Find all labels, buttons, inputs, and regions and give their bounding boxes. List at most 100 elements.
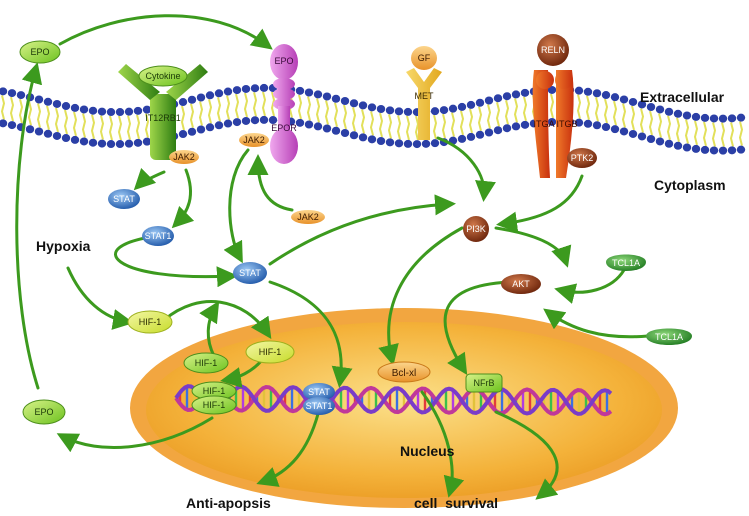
epor-intracellular bbox=[270, 128, 298, 164]
lipid-head bbox=[466, 132, 476, 141]
lipid-head bbox=[124, 139, 134, 148]
arrow-epo-to-epor bbox=[58, 14, 273, 50]
lipid-tail bbox=[639, 108, 645, 133]
lipid-head bbox=[619, 127, 629, 136]
epo-ligand-bound bbox=[270, 44, 298, 80]
lipid-head bbox=[682, 143, 692, 152]
bclxl-node: Bcl-xl bbox=[377, 361, 431, 383]
lipid-tail bbox=[720, 122, 726, 147]
lipid-tail bbox=[738, 121, 744, 146]
lipid-head bbox=[205, 123, 215, 132]
lipid-head bbox=[646, 103, 656, 112]
lipid-head bbox=[97, 139, 107, 148]
lipid-tail bbox=[207, 99, 213, 124]
dna-strand bbox=[174, 384, 613, 416]
lipid-tail bbox=[360, 109, 366, 134]
reln-label: RELN bbox=[541, 45, 565, 55]
arrow-stat-to-pi3k bbox=[268, 194, 456, 266]
cytokine-label: Cytokine bbox=[145, 71, 180, 81]
lipid-head bbox=[88, 106, 98, 115]
tcl1a-b-label: TCL1A bbox=[655, 332, 683, 342]
lipid-head bbox=[349, 131, 359, 140]
hif1-a-node: HIF-1 bbox=[127, 310, 173, 334]
lipid-head bbox=[592, 121, 602, 130]
lipid-head bbox=[403, 139, 413, 148]
lipid-head bbox=[0, 119, 8, 128]
lipid-head bbox=[43, 129, 53, 138]
lipid-head bbox=[7, 89, 17, 98]
lipid-tail bbox=[693, 120, 699, 146]
lipid-head bbox=[61, 134, 71, 143]
lipid-tail bbox=[90, 114, 96, 139]
tcl1a-b-node: TCL1A bbox=[646, 328, 692, 345]
lipid-head bbox=[259, 115, 269, 124]
lipid-head bbox=[34, 127, 44, 136]
itga-head bbox=[536, 71, 554, 89]
lipid-head bbox=[250, 84, 260, 93]
arrow-pi3k-to-akt bbox=[494, 226, 572, 268]
lipid-head bbox=[619, 95, 629, 104]
lipid-head bbox=[133, 106, 143, 115]
jak2-epor-label: JAK2 bbox=[243, 135, 265, 145]
epor-receptor: EPO EPOR JAK2 bbox=[239, 44, 298, 164]
lipid-head bbox=[718, 114, 728, 123]
lipid-head bbox=[223, 87, 233, 96]
lipid-head bbox=[358, 133, 368, 142]
lipid-head bbox=[187, 127, 197, 136]
lipid-tail bbox=[324, 100, 330, 125]
lipid-tail bbox=[666, 115, 672, 140]
lipid-head bbox=[340, 97, 350, 106]
lipid-head bbox=[430, 139, 440, 148]
lipid-head bbox=[520, 88, 530, 97]
hif1-a-label: HIF-1 bbox=[139, 317, 162, 327]
arrow-akt-to-nfkb bbox=[443, 280, 512, 376]
lipid-tail bbox=[81, 113, 87, 138]
lipid-head bbox=[0, 87, 8, 96]
lipid-tail bbox=[99, 115, 105, 140]
lipid-tail bbox=[450, 112, 456, 137]
lipid-head bbox=[214, 89, 224, 98]
arrow-epo-feedback bbox=[15, 62, 43, 390]
nucleus-label: Nucleus bbox=[400, 443, 455, 459]
epor-label: EPOR bbox=[271, 123, 297, 133]
lipid-tail bbox=[117, 115, 123, 141]
lipid-tail bbox=[108, 115, 114, 141]
arrow-to-stat1 bbox=[171, 168, 195, 229]
lipid-head bbox=[79, 105, 89, 114]
lipid-head bbox=[601, 91, 611, 100]
lipid-head bbox=[331, 94, 341, 103]
lipid-head bbox=[466, 100, 476, 109]
lipid-head bbox=[61, 102, 71, 111]
lipid-head bbox=[178, 130, 188, 139]
hif1-b-label: HIF-1 bbox=[259, 347, 282, 357]
tcl1a-a-label: TCL1A bbox=[612, 258, 640, 268]
jak2-il12-label: JAK2 bbox=[173, 152, 195, 162]
lipid-head bbox=[610, 125, 620, 134]
lipid-head bbox=[304, 120, 314, 129]
ptk2-label: PTK2 bbox=[571, 153, 594, 163]
lipid-tail bbox=[198, 101, 204, 126]
lipid-head bbox=[664, 107, 674, 116]
lipid-tail bbox=[702, 121, 708, 147]
lipid-tail bbox=[432, 114, 438, 140]
lipid-head bbox=[241, 84, 251, 93]
lipid-head bbox=[196, 93, 206, 102]
lipid-head bbox=[70, 135, 80, 144]
cytokine-ligand bbox=[138, 65, 188, 87]
lipid-head bbox=[727, 114, 737, 123]
lipid-head bbox=[592, 89, 602, 98]
lipid-head bbox=[142, 105, 152, 114]
met-receptor: GF MET bbox=[406, 46, 442, 140]
lipid-tail bbox=[216, 97, 222, 122]
lipid-head bbox=[484, 96, 494, 105]
anti-apoptosis-label: Anti-apopsis bbox=[186, 495, 271, 511]
lipid-head bbox=[673, 109, 683, 118]
lipid-tail bbox=[387, 114, 393, 139]
itgb-subunit bbox=[556, 70, 574, 178]
lipid-head bbox=[394, 107, 404, 116]
lipid-head bbox=[457, 134, 467, 143]
epo-bottom-label: EPO bbox=[34, 407, 53, 417]
lipid-head bbox=[313, 90, 323, 99]
lipid-tail bbox=[378, 112, 384, 138]
